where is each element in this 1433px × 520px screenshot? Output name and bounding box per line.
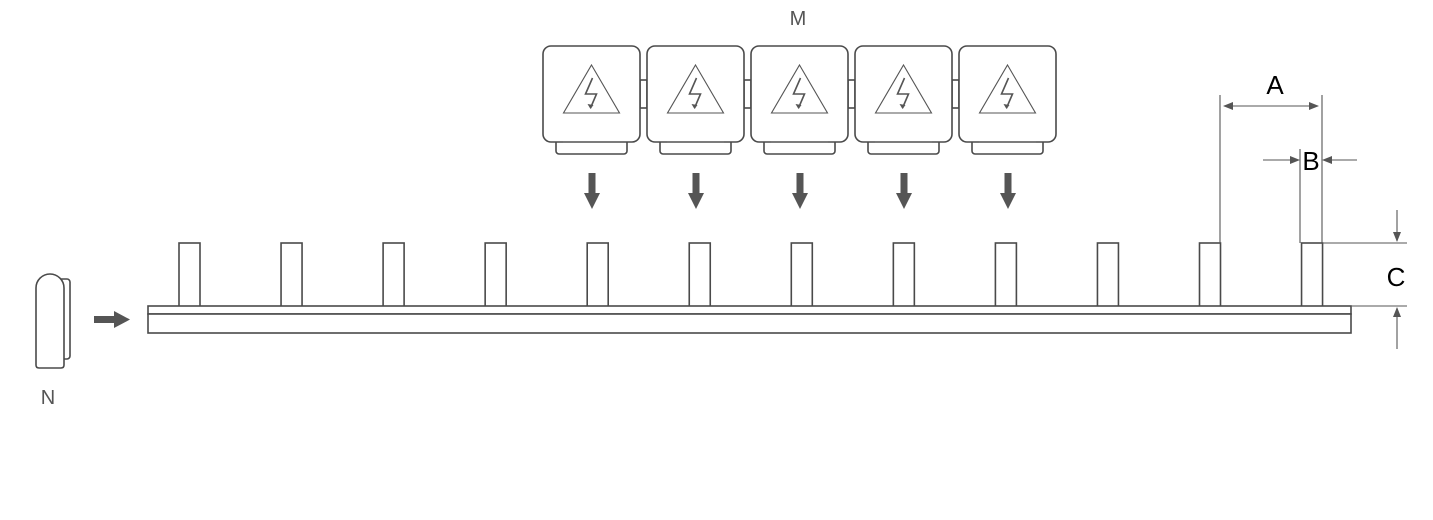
lightning-arrowhead-icon <box>587 104 594 109</box>
busbar <box>147 305 1352 334</box>
warning-triangle-icon <box>770 63 829 114</box>
breaker-module <box>542 45 648 209</box>
busbar-pin <box>484 242 507 314</box>
dimension-b-label: B <box>1302 146 1319 176</box>
busbar-pin <box>1300 242 1324 314</box>
lightning-arrowhead-icon <box>691 104 698 109</box>
module-connector <box>743 79 752 109</box>
busbar-pin <box>280 242 303 314</box>
down-arrow-icon <box>692 173 700 195</box>
breaker-module <box>750 45 856 209</box>
module-group <box>542 45 1057 209</box>
warning-triangle-icon <box>666 63 725 114</box>
lightning-arrowhead-icon <box>795 104 802 109</box>
warning-triangle-icon <box>874 63 933 114</box>
down-arrow-head-icon <box>1000 193 1016 209</box>
lightning-arrowhead-icon <box>1003 104 1010 109</box>
down-arrow-icon <box>1004 173 1012 195</box>
down-arrow-head-icon <box>896 193 912 209</box>
lightning-bolt-icon <box>1000 77 1014 109</box>
busbar-base <box>147 313 1352 334</box>
down-arrow-icon <box>796 173 804 195</box>
lightning-bolt-icon <box>584 77 598 109</box>
down-arrow-icon <box>588 173 596 195</box>
end-cap <box>35 273 71 369</box>
warning-triangle-icon <box>978 63 1037 114</box>
busbar-top-strip <box>147 305 1352 315</box>
busbar-pin <box>688 242 712 314</box>
busbar-pin <box>994 242 1018 314</box>
down-arrow-icon <box>900 173 908 195</box>
breaker-module <box>958 45 1057 209</box>
insert-arrow-icon <box>94 311 130 328</box>
busbar-pin <box>1096 242 1120 314</box>
end-cap-label: N <box>41 387 55 409</box>
end-cap-body <box>35 273 65 369</box>
dimension-a-label: A <box>1266 70 1284 100</box>
module-connector <box>951 79 960 109</box>
dimension-c-label: C <box>1387 262 1406 292</box>
down-arrow-head-icon <box>584 193 600 209</box>
lightning-bolt-icon <box>792 77 806 109</box>
module-connector <box>639 79 648 109</box>
busbar-pin <box>790 242 814 314</box>
module-connector <box>847 79 856 109</box>
lightning-bolt-icon <box>896 77 910 109</box>
breaker-module <box>854 45 960 209</box>
dimension-c: C <box>1322 210 1407 349</box>
warning-triangle-icon <box>562 63 621 114</box>
busbar-pin <box>586 242 610 314</box>
busbar-pin <box>382 242 405 314</box>
dimension-b: B <box>1263 146 1357 243</box>
module-label: M <box>790 8 807 30</box>
dimension-a: A <box>1219 70 1323 243</box>
busbar-pins <box>178 242 1324 314</box>
down-arrow-head-icon <box>792 193 808 209</box>
busbar-pin <box>1198 242 1222 314</box>
down-arrow-head-icon <box>688 193 704 209</box>
lightning-arrowhead-icon <box>899 104 906 109</box>
lightning-bolt-icon <box>688 77 702 109</box>
breaker-module <box>646 45 752 209</box>
busbar-pin <box>892 242 916 314</box>
busbar-pin <box>178 242 201 314</box>
